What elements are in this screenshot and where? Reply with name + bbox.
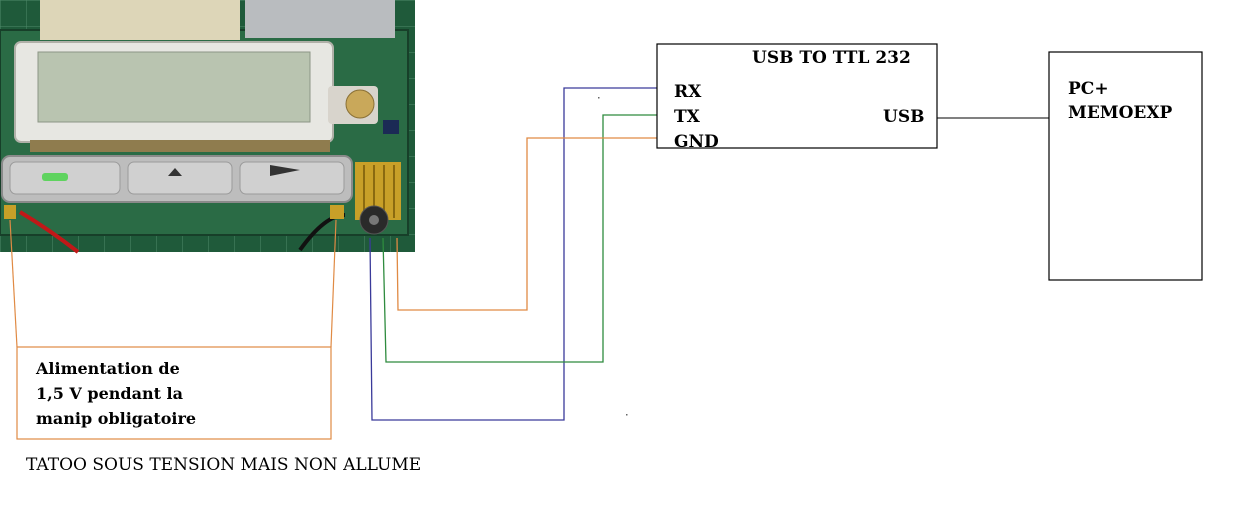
battery-holder: [40, 0, 240, 40]
trimmer-component: [345, 89, 375, 119]
rx-pin-label: RX: [674, 82, 702, 102]
right-arrow-icon: [270, 165, 300, 176]
pc-outline: [1048, 51, 1203, 281]
green-led: [42, 173, 68, 181]
converter-box: [656, 43, 938, 149]
converter-title: USB TO TTL 232: [752, 48, 911, 68]
connector-hole-center: [369, 215, 379, 225]
red-power-wire: [18, 210, 80, 254]
metal-shield: [245, 0, 395, 38]
power-pad-left: [4, 205, 16, 219]
gnd-pin-label: GND: [674, 132, 719, 152]
power-note-box: [16, 346, 332, 440]
rx-wire: [369, 87, 657, 421]
device-button-3: [239, 161, 345, 195]
pc-label-line2: MEMOEXP: [1068, 103, 1173, 123]
power-wire-right: [330, 219, 337, 348]
power-note-line1: Alimentation de: [35, 359, 180, 378]
lcd-screen: [37, 51, 311, 123]
power-pad-right: [330, 205, 344, 219]
pc-label-line1: PC+: [1068, 79, 1109, 99]
power-note-line2: 1,5 V pendant la: [36, 384, 183, 403]
lcd-connector: [30, 140, 330, 152]
smd-chip: [383, 120, 399, 134]
device-button-2: [127, 161, 233, 195]
pc-box: PC+ MEMOEXP: [1048, 51, 1203, 281]
gnd-wire: [396, 137, 657, 311]
up-arrow-icon: [168, 168, 182, 176]
tx-wire: [382, 114, 657, 363]
usb-ttl-converter: USB TO TTL 232 RX TX GND USB: [656, 43, 938, 152]
stray-dot: [626, 414, 628, 416]
device-photo: [0, 0, 415, 254]
power-note-line3: manip obligatoire: [36, 409, 196, 428]
tx-pin-label: TX: [674, 107, 701, 127]
power-note: Alimentation de 1,5 V pendant la manip o…: [16, 346, 332, 440]
usb-port-label: USB: [883, 107, 924, 127]
status-caption: TATOO SOUS TENSION MAIS NON ALLUME: [26, 455, 421, 475]
stray-dot: [598, 97, 600, 99]
power-wire-left: [9, 219, 18, 348]
